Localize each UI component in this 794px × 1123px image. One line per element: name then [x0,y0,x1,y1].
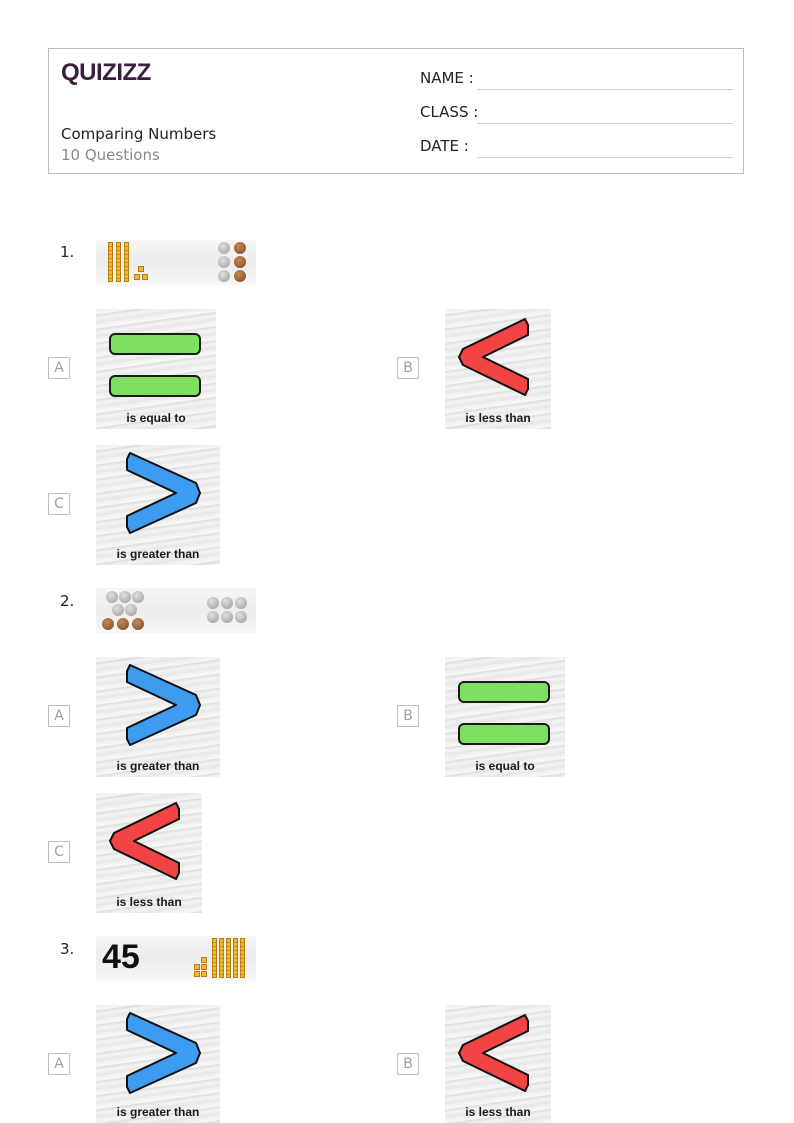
tens-rod [116,242,121,282]
option-b-checkbox[interactable]: B [397,705,419,727]
penny-coin [117,618,129,630]
tens-rod [240,938,245,978]
tens-rod [219,938,224,978]
dime-coin [112,604,124,616]
less-than-card[interactable]: is less than [96,793,202,913]
option-a-checkbox[interactable]: A [48,1053,70,1075]
less-than-icon [458,1014,529,1092]
greater-than-card[interactable]: is greater than [96,657,220,777]
greater-than-card[interactable]: is greater than [96,445,220,565]
dime-coin [235,597,247,609]
greater-than-icon [126,452,201,534]
equal-bar-icon [458,723,550,745]
dime-coin [218,256,230,268]
option-b-checkbox[interactable]: B [397,357,419,379]
date-label: DATE : [420,137,469,155]
less-than-card[interactable]: is less than [445,1005,551,1123]
dime-coin [235,611,247,623]
ones-cube [201,957,207,963]
question-number: 3. [60,940,75,958]
tens-rod [233,938,238,978]
question-number: 2. [60,592,75,610]
equal-bar-icon [109,375,201,397]
ones-cube [201,971,207,977]
dime-coin [207,597,219,609]
question-count: 10 Questions [61,146,160,164]
penny-coin [234,242,246,254]
dime-coin [125,604,137,616]
less-than-icon [458,318,529,396]
equal-to-card[interactable]: is equal to [96,309,216,429]
ones-cube [194,964,200,970]
option-c-checkbox[interactable]: C [48,493,70,515]
ones-cube [201,964,207,970]
date-field[interactable] [477,157,733,158]
dime-coin [132,591,144,603]
dime-coin [221,597,233,609]
option-label: is less than [116,895,182,909]
tens-rod [108,242,113,282]
option-label: is greater than [116,547,200,561]
option-a-checkbox[interactable]: A [48,705,70,727]
penny-coin [234,256,246,268]
ones-cube [142,274,148,280]
option-c-checkbox[interactable]: C [48,841,70,863]
stem-number: 45 [102,938,140,976]
tens-rod [124,242,129,282]
tens-rod [226,938,231,978]
ones-cube [134,274,140,280]
option-label: is less than [465,411,531,425]
less-than-icon [109,802,180,880]
less-than-card[interactable]: is less than [445,309,551,429]
worksheet-header: QUIZIZZ Comparing Numbers 10 Questions N… [48,48,744,174]
penny-coin [132,618,144,630]
dime-coin [218,242,230,254]
dime-coin [221,611,233,623]
equal-to-card[interactable]: is equal to [445,657,565,777]
option-label: is greater than [116,1105,200,1119]
ones-cube [194,971,200,977]
question-1-image [96,240,256,285]
class-field[interactable] [477,123,733,124]
name-label: NAME : [420,69,474,87]
option-a-checkbox[interactable]: A [48,357,70,379]
quizizz-logo: QUIZIZZ [61,59,151,86]
dime-coin [119,591,131,603]
greater-than-icon [126,664,201,746]
penny-coin [102,618,114,630]
option-label: is equal to [475,759,535,773]
option-b-checkbox[interactable]: B [397,1053,419,1075]
dime-coin [207,611,219,623]
tens-rod [212,938,217,978]
worksheet-title: Comparing Numbers [61,125,217,143]
equal-bar-icon [109,333,201,355]
dime-coin [218,270,230,282]
greater-than-card[interactable]: is greater than [96,1005,220,1123]
option-label: is greater than [116,759,200,773]
option-label: is equal to [126,411,186,425]
question-number: 1. [60,243,75,261]
ones-cube [138,266,144,272]
equal-bar-icon [458,681,550,703]
option-label: is less than [465,1105,531,1119]
question-3-image: 45 [96,936,256,981]
penny-coin [234,270,246,282]
class-label: CLASS : [420,103,479,121]
question-2-image [96,588,256,633]
greater-than-icon [126,1012,201,1094]
dime-coin [106,591,118,603]
name-field[interactable] [477,89,733,90]
